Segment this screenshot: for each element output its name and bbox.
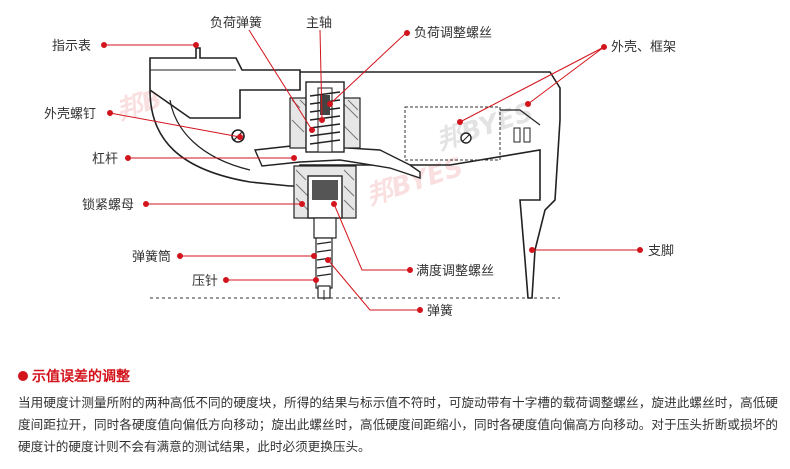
adjustment-note: 示值误差的调整 当用硬度计测量所附的两种高低不同的硬度块，所得的结果与标示值不符…: [18, 368, 778, 458]
label-housing-screw: 外壳螺钉: [44, 107, 96, 122]
label-lock-nut: 锁紧螺母: [82, 197, 134, 213]
label-housing-frame: 外壳、框架: [611, 40, 676, 55]
label-load-adjust-screw: 负荷调整螺丝: [414, 26, 492, 41]
leader-lines: [101, 29, 643, 313]
bullet-dot-icon: [18, 371, 28, 381]
label-load-spring: 负荷弹簧: [210, 15, 262, 31]
upper-assembly: [289, 81, 361, 153]
label-indicator: 指示表: [52, 39, 91, 54]
label-lever: 杠杆: [92, 151, 118, 167]
label-indenter: 压针: [192, 274, 218, 289]
lower-assembly: [293, 165, 357, 300]
label-foot: 支脚: [648, 243, 674, 259]
housing-outline: [149, 71, 561, 299]
note-title: 示值误差的调整: [18, 368, 778, 386]
label-main-shaft: 主轴: [306, 16, 332, 31]
label-full-scale-screw: 满度调整螺丝: [416, 263, 494, 279]
indicator-head: [149, 47, 301, 119]
label-spring-tube: 弹簧筒: [132, 249, 171, 265]
internal-mechanism-box: [404, 106, 501, 161]
watermark-text: 邦BYES: [433, 97, 537, 156]
note-title-text: 示值误差的调整: [32, 369, 130, 385]
label-spring: 弹簧: [427, 303, 453, 319]
durometer-diagram: 邦BYES 邦BYES 邦BYES: [44, 15, 676, 319]
note-body: 当用硬度计测量所附的两种高低不同的硬度块，所得的结果与标示值不符时，可旋动带有十…: [18, 395, 778, 454]
